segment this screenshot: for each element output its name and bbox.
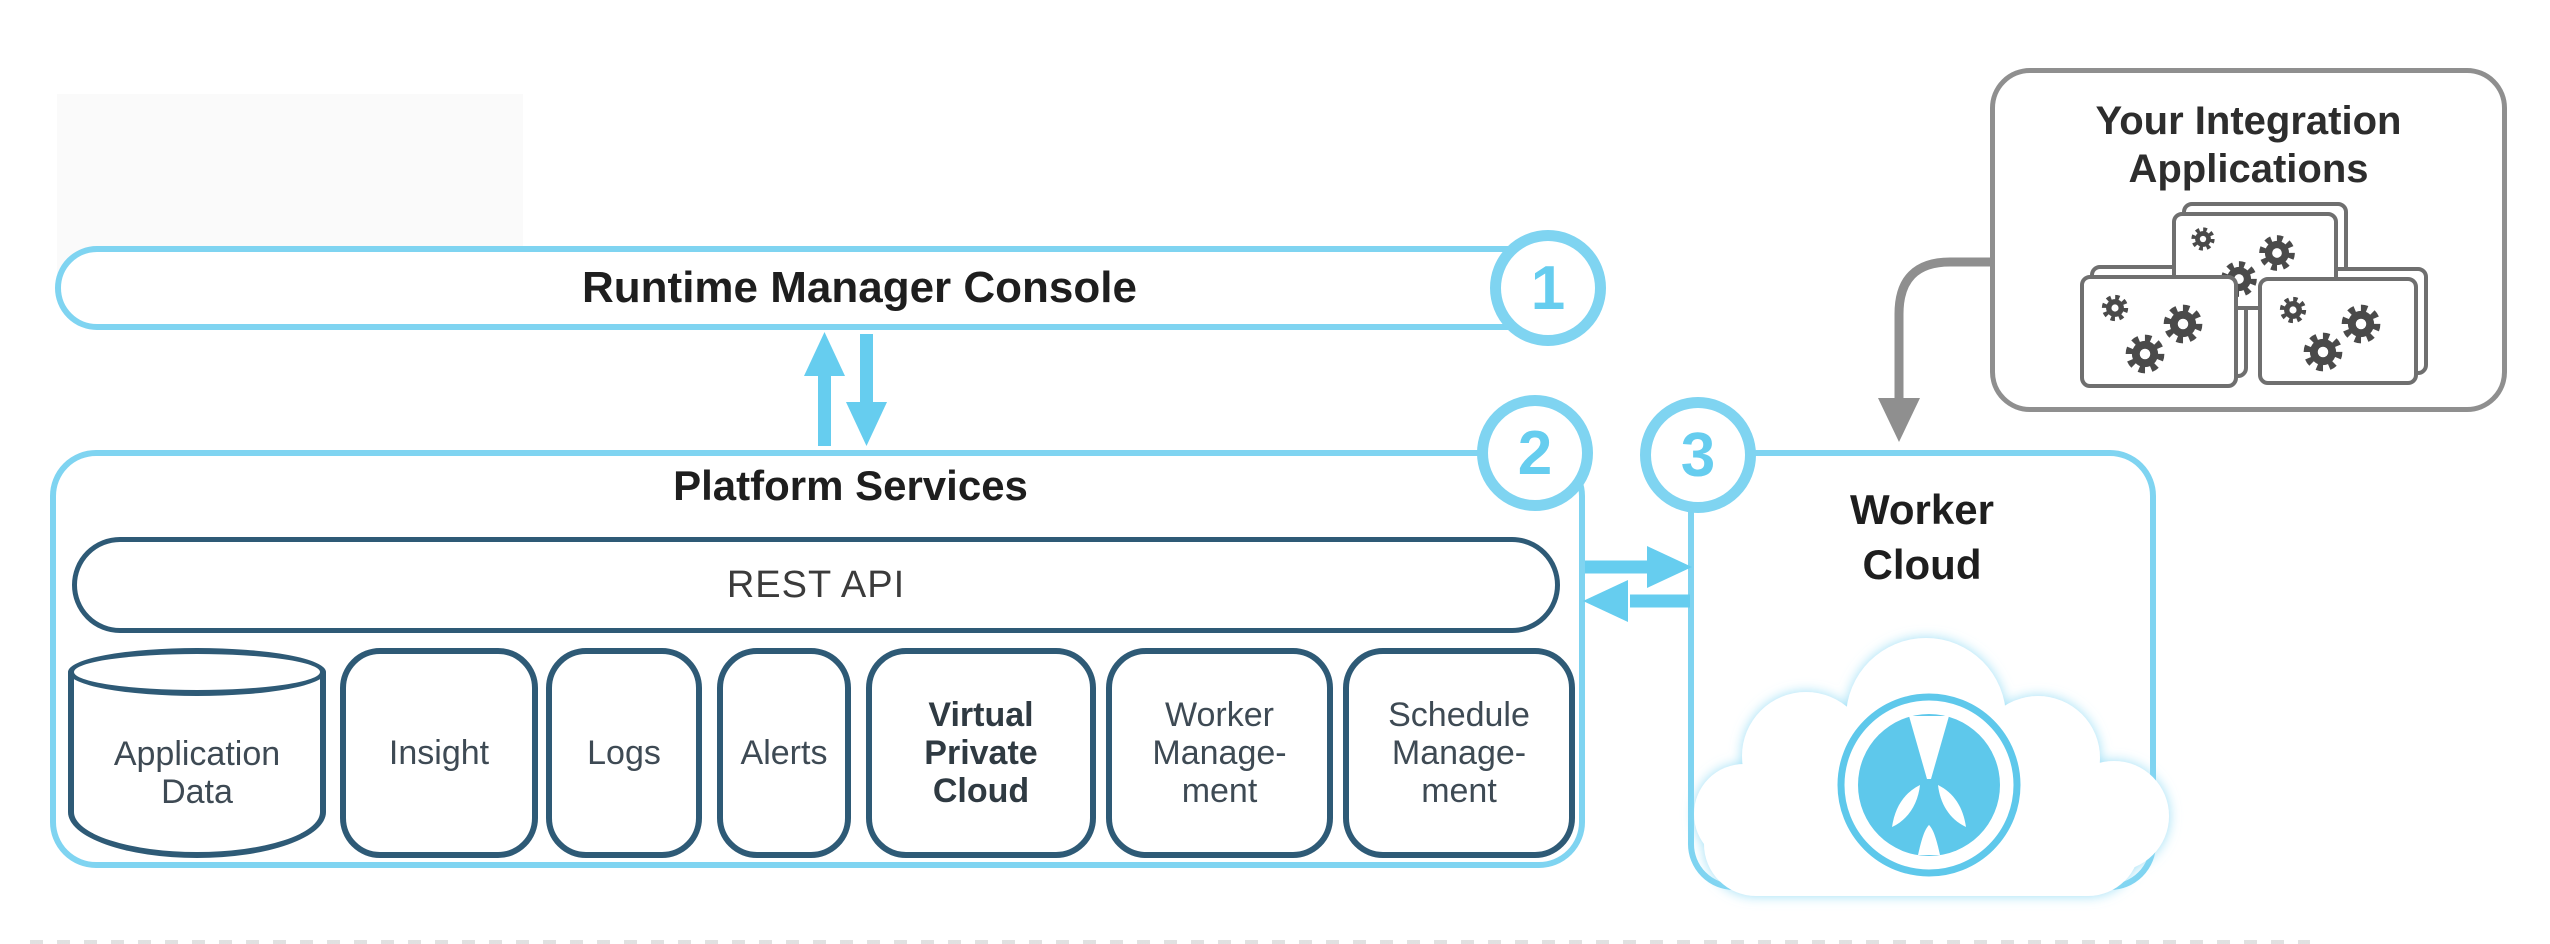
platform-services-title: Platform Services (673, 462, 1028, 509)
runtime-manager-console-label: Runtime Manager Console (582, 263, 1137, 312)
service-label: Alerts (740, 733, 828, 772)
step-3-badge: 3 (1640, 397, 1756, 513)
rest-api-box: REST API (72, 537, 1560, 633)
service-box-worker: Worker Manage- ment (1106, 648, 1333, 858)
platform-services-row: Application Data Insight Logs Alerts Virtual… (0, 648, 2550, 858)
service-box-application: Application Data (68, 648, 326, 858)
app-card (2258, 277, 2418, 385)
integration-applications-box: Your Integration Applications (1990, 68, 2507, 412)
service-label: Schedule Manage- ment (1388, 695, 1530, 811)
console-platform-down-arrow (846, 334, 887, 446)
step-1-badge: 1 (1490, 230, 1606, 346)
cropped-bottom-text (30, 940, 2310, 944)
apps-to-worker-arrow (1878, 257, 1991, 442)
service-label: Application Data (113, 734, 281, 811)
database-cylinder-top (68, 648, 326, 696)
worker-to-platform-arrow (1583, 580, 1690, 622)
service-box-alerts: Alerts (717, 648, 851, 858)
gear-icon (2120, 329, 2170, 379)
step-2-number: 2 (1517, 418, 1553, 488)
service-label: Worker Manage- ment (1152, 695, 1287, 811)
step-2-badge: 2 (1477, 395, 1593, 511)
step-3-number: 3 (1680, 420, 1716, 490)
worker-cloud-title: Worker Cloud (1850, 486, 1994, 589)
step-1-number: 1 (1530, 253, 1566, 323)
service-box-insight: Insight (340, 648, 538, 858)
gear-icon (2098, 291, 2132, 325)
service-box-schedule: Schedule Manage- ment (1343, 648, 1575, 858)
app-card (2080, 275, 2238, 388)
platform-to-worker-arrow (1585, 546, 1692, 588)
service-box-logs: Logs (546, 648, 702, 858)
service-box-virtual: Virtual Private Cloud (866, 648, 1096, 858)
integration-applications-title: Your Integration Applications (2095, 99, 2402, 191)
gear-icon (2276, 293, 2310, 327)
gear-icon (2188, 224, 2218, 254)
rest-api-label: REST API (726, 563, 906, 606)
runtime-manager-console-box: Runtime Manager Console (55, 246, 1552, 330)
gear-icon (2298, 327, 2348, 377)
service-label: Insight (388, 733, 490, 772)
service-label: Logs (587, 733, 661, 772)
service-label: Virtual Private Cloud (924, 695, 1038, 811)
database-cylinder-body (68, 672, 326, 858)
console-platform-up-arrow (804, 332, 845, 446)
